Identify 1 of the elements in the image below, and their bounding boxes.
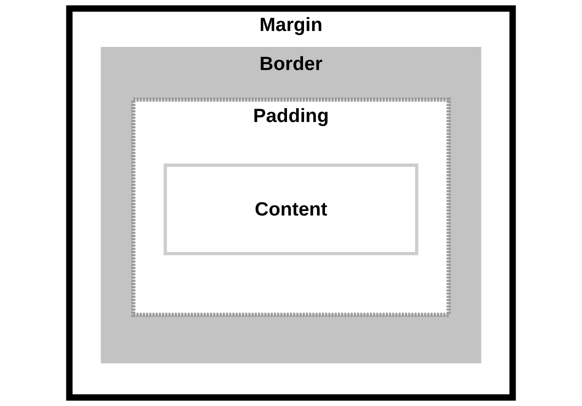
node-box: Content [164,164,418,256]
